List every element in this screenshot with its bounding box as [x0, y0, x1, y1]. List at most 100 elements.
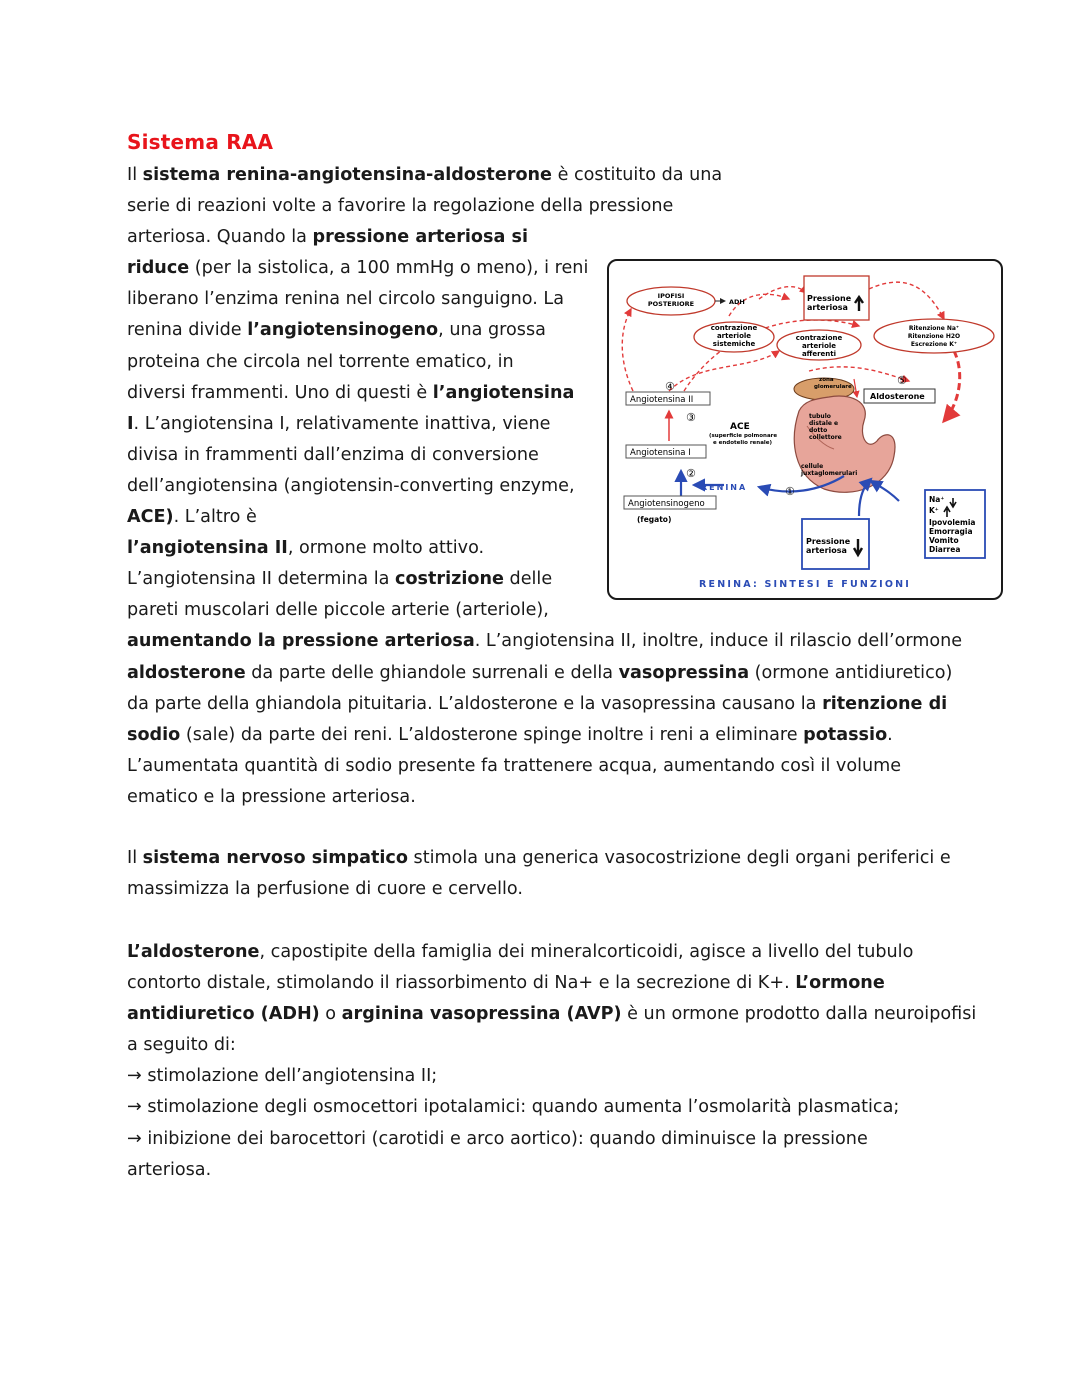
renin-diagram-figure: IPOFISI POSTERIORE ADH Pressione arterio…: [607, 259, 1003, 600]
text-run: arteriosa. Quando la: [127, 227, 313, 248]
text-run: pareti muscolari delle piccole arterie (…: [127, 600, 549, 621]
escrezione-k-label: Escrezione K⁺: [911, 341, 957, 348]
tubulo-label-3: dotto: [809, 427, 827, 434]
text-line: l’angiotensina II, ormone molto attivo.: [127, 533, 962, 564]
text-run: da parte delle ghiandole surrenali e del…: [245, 662, 619, 683]
text-run: ematico e la pressione arteriosa.: [127, 786, 416, 807]
text-run: a seguito di:: [127, 1035, 236, 1056]
text-line: L’aumentata quantità di sodio presente f…: [127, 751, 962, 782]
contr-sist-3: sistemiche: [713, 340, 756, 348]
step-4-badge: ④: [665, 380, 675, 393]
text-run: , ormone molto attivo.: [287, 538, 485, 559]
text-run: L’aumentata quantità di sodio presente f…: [127, 755, 902, 776]
section-title: Sistema RAA: [127, 130, 274, 154]
kidney-illustration: [793, 377, 896, 493]
text-line: I. L’angiotensina I, relativamente inatt…: [127, 409, 962, 440]
text-run: dell’angiotensina (angiotensin-convertin…: [127, 475, 575, 496]
bold-term: ACE): [127, 507, 174, 528]
bold-term: aumentando la pressione arteriosa: [127, 631, 475, 652]
bold-term: L’aldosterone: [127, 942, 260, 962]
text-run: stimola una generica vasocostrizione deg…: [407, 848, 951, 868]
bold-term: l’angiotensina: [432, 382, 575, 403]
renin-arrows: [674, 468, 900, 517]
text-line: antidiuretico (ADH) o arginina vasopress…: [127, 999, 976, 1030]
text-run: (sale) da parte dei reni. L’aldosterone …: [180, 724, 804, 745]
figure-caption: RENINA: SINTESI E FUNZIONI: [699, 579, 911, 590]
text-run: da parte della ghiandola pituitaria. L’a…: [127, 693, 823, 714]
tubulo-label-4: collettore: [809, 434, 842, 441]
text-line: renina divide l’angiotensinogeno, una gr…: [127, 315, 962, 346]
bold-term: l’angiotensina II: [127, 538, 288, 559]
text-line: → stimolazione dell’angiotensina II;: [127, 1061, 976, 1092]
bold-term: L’ormone: [795, 973, 885, 994]
text-line: → stimolazione degli osmocettori ipotala…: [127, 1092, 976, 1123]
text-line: ematico e la pressione arteriosa.: [127, 782, 962, 813]
text-line: L’aldosterone, capostipite della famigli…: [127, 937, 976, 968]
text-run: . L’angiotensina II, inoltre, induce il …: [474, 631, 963, 652]
text-line: aumentando la pressione arteriosa. L’ang…: [127, 626, 962, 657]
text-run: è costituito da una: [551, 165, 723, 185]
step-5-badge: ⑤: [897, 374, 907, 387]
step-2-badge: ②: [686, 467, 696, 480]
step-3-badge: ③: [686, 411, 696, 424]
text-run: L’angiotensina II determina la: [127, 569, 396, 590]
text-line: divisa in frammenti dall’enzima di conve…: [127, 440, 962, 471]
zona-label-1: zona: [819, 377, 834, 383]
renina-label: RENINA: [701, 483, 747, 492]
text-run: Il: [127, 848, 143, 868]
paragraph-raa-intro: Il sistema renina-angiotensina-aldostero…: [127, 160, 962, 813]
text-line: serie di reazioni volte a favorire la re…: [127, 191, 962, 222]
renin-diagram: IPOFISI POSTERIORE ADH Pressione arterio…: [621, 275, 995, 590]
text-run: (per la sistolica, a 100 mmHg o meno), i…: [189, 258, 589, 279]
bold-term: costrizione: [395, 569, 504, 590]
zona-label-2: glomerulare: [814, 384, 852, 390]
text-run: proteina che circola nel torrente ematic…: [127, 351, 514, 372]
text-line: massimizza la perfusione di cuore e cerv…: [127, 874, 951, 905]
text-run: renina divide: [127, 320, 248, 341]
text-line: contorto distale, stimolando il riassorb…: [127, 968, 976, 999]
bold-term: sistema renina-angiotensina-aldosterone: [142, 165, 552, 185]
text-line: sodio (sale) da parte dei reni. L’aldost…: [127, 720, 962, 751]
contr-aff-3: afferenti: [802, 350, 836, 358]
pressure-up-label-1: Pressione: [807, 294, 852, 303]
contr-aff-2: arteriole: [802, 342, 836, 350]
cause-na: Na⁺: [929, 495, 944, 504]
text-line: aldosterone da parte delle ghiandole sur…: [127, 658, 962, 689]
text-run: arteriosa.: [127, 1159, 212, 1180]
bold-term: l’angiotensinogeno: [247, 320, 439, 341]
cause-vomito: Vomito: [929, 536, 959, 545]
cause-k: K⁺: [929, 506, 939, 515]
bold-term: I: [127, 413, 134, 434]
bold-term: ritenzione di: [822, 693, 948, 714]
ipofisi-label-1: IPOFISI: [658, 292, 685, 300]
text-run: liberano l’enzima renina nel circolo san…: [127, 289, 565, 310]
pressure-down-label-2: arteriosa: [806, 546, 847, 555]
angiotensinogen-label: Angiotensinogeno: [628, 499, 705, 509]
ritenzione-h2o-label: Ritenzione H2O: [908, 333, 960, 340]
k-up-icon: [943, 505, 951, 517]
step-1-badge: ①: [785, 485, 795, 498]
adh-label: ADH: [729, 298, 745, 306]
text-run: . L’altro è: [173, 507, 257, 528]
bold-term: aldosterone: [127, 662, 246, 683]
ace-label: ACE: [730, 422, 750, 432]
arrow-up-icon: [854, 294, 864, 311]
text-run: contorto distale, stimolando il riassorb…: [127, 973, 796, 994]
text-line: arteriosa. Quando la pressione arteriosa…: [127, 222, 962, 253]
tubulo-label-2: distale e: [809, 420, 838, 427]
text-run: .: [887, 724, 893, 745]
text-run: o: [319, 1004, 342, 1025]
bold-term: vasopressina: [618, 662, 750, 683]
paragraph-sympathetic: Il sistema nervoso simpatico stimola una…: [127, 843, 951, 905]
ipofisi-label-2: POSTERIORE: [648, 300, 694, 308]
aldosterone-label: Aldosterone: [870, 392, 925, 401]
text-line: Il sistema nervoso simpatico stimola una…: [127, 843, 951, 874]
cause-emorragia: Emorragia: [929, 527, 973, 536]
text-run: divisa in frammenti dall’enzima di conve…: [127, 444, 539, 465]
cause-ipovolemia: Ipovolemia: [929, 518, 975, 527]
bold-term: arginina vasopressina (AVP): [341, 1004, 622, 1025]
text-run: Il: [127, 165, 143, 185]
text-run: delle: [503, 569, 553, 590]
text-run: , capostipite della famiglia dei mineral…: [259, 942, 914, 962]
pressure-up-label-2: arteriosa: [807, 303, 848, 312]
